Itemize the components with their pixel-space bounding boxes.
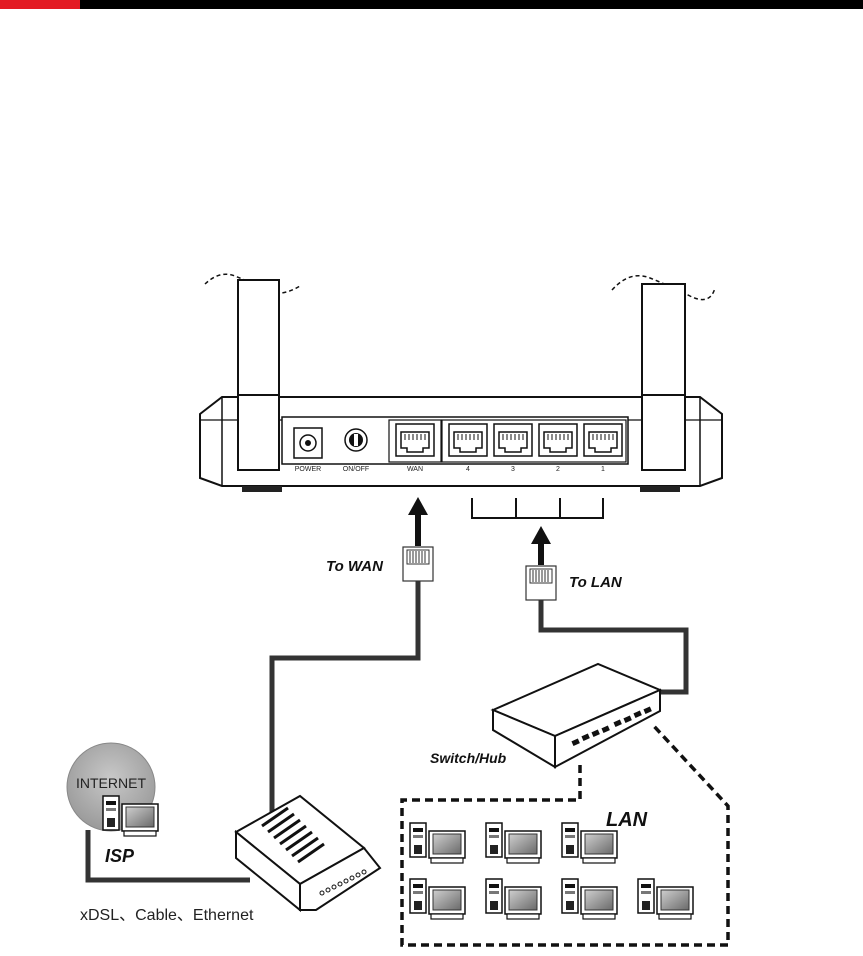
- lan3-label: 3: [511, 466, 515, 473]
- computer-icon: [638, 879, 693, 919]
- lan2-label: 2: [556, 466, 560, 473]
- switch-icon: [493, 664, 660, 767]
- router-icon: POWER ON/OFF WAN 4 3 2 1: [200, 395, 722, 492]
- lan-port-4: [449, 424, 487, 456]
- to-lan-label: To LAN: [569, 574, 623, 591]
- lan-ports-bracket: [472, 498, 603, 518]
- lan-port-1: [584, 424, 622, 456]
- arrow-up-icon: [531, 526, 551, 544]
- computer-icon: [486, 823, 541, 863]
- computer-icon: [410, 879, 465, 919]
- wan-cable: [272, 497, 433, 812]
- modem-icon: [236, 796, 380, 910]
- switch-hub-label: Switch/Hub: [430, 750, 507, 766]
- lan-port-3: [494, 424, 532, 456]
- to-wan-label: To WAN: [326, 558, 384, 575]
- isp-label: ISP: [105, 846, 135, 866]
- lan1-label: 1: [601, 466, 605, 473]
- lan4-label: 4: [466, 466, 470, 473]
- rj45-plug-icon: [403, 547, 433, 581]
- arrow-up-icon: [408, 497, 428, 515]
- computer-icon: [486, 879, 541, 919]
- onoff-label: ON/OFF: [343, 466, 369, 473]
- computer-icon: [410, 823, 465, 863]
- lan-label: LAN: [606, 809, 648, 831]
- internet-label: INTERNET: [76, 775, 146, 791]
- lan-port-2: [539, 424, 577, 456]
- wan-label: WAN: [407, 466, 423, 473]
- rj45-plug-icon: [526, 566, 556, 600]
- modem-types-label: xDSL、Cable、Ethernet: [80, 907, 254, 924]
- wan-port: [396, 424, 434, 456]
- computer-icon: [562, 879, 617, 919]
- power-label: POWER: [295, 466, 321, 473]
